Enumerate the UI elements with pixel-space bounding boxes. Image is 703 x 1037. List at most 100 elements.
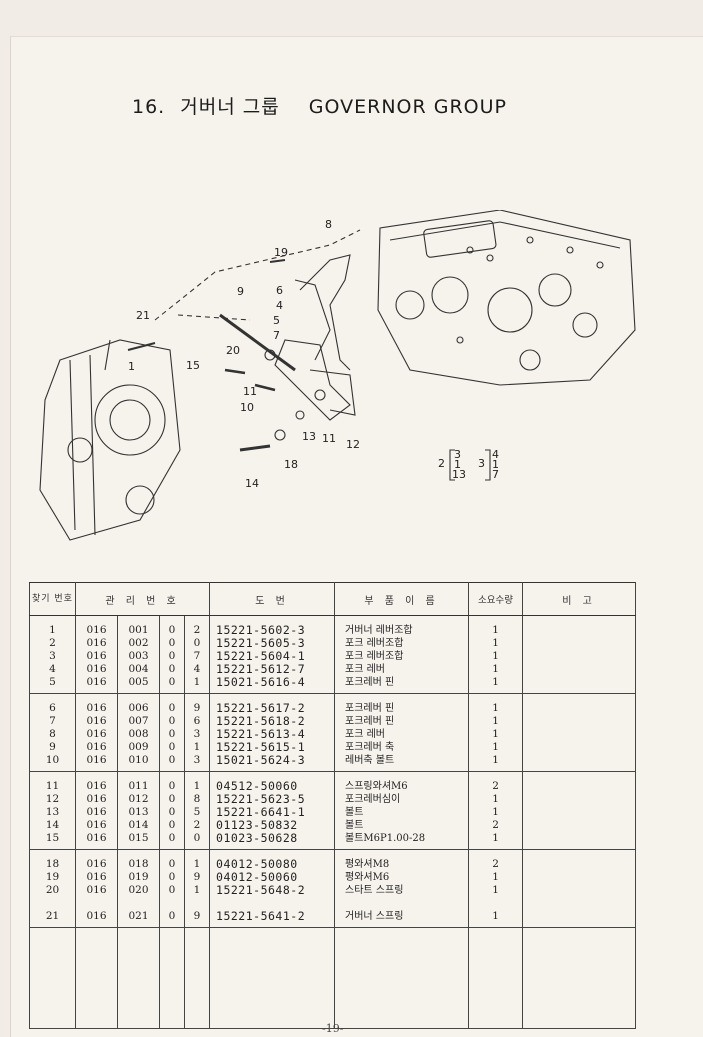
table-cell-line: 15 — [45, 832, 60, 844]
table-cell-line: 001 — [128, 624, 149, 636]
table-cell-line: 1 — [492, 754, 499, 766]
table-row-empty — [29, 927, 637, 1029]
table-cell-line: 0 — [168, 819, 176, 831]
table-cell-line: 015 — [128, 832, 149, 844]
callout-21: 21 — [136, 309, 150, 322]
table-cell-line: 9 — [193, 910, 201, 922]
table-cell-line — [185, 897, 209, 910]
table-cell-line: 15221-5605-3 — [216, 636, 306, 650]
table-cell-line: 016 — [86, 715, 107, 727]
table-cell-line: 016 — [86, 754, 107, 766]
callout-8: 8 — [325, 218, 332, 231]
table-cell-line: 0 — [168, 793, 176, 805]
table-cell-line: 포크레버 핀 — [345, 703, 395, 714]
callout-20: 19 — [274, 246, 288, 259]
table-cell-line: 011 — [128, 780, 149, 792]
table-cell-line: 2 — [492, 819, 499, 831]
table-cell-line: 0 — [168, 663, 176, 675]
table-cell-line: 1 — [492, 832, 499, 844]
table-cell-line: 016 — [86, 871, 107, 883]
table-cell-line: 21 — [45, 910, 60, 922]
table-cell-line: 8 — [193, 793, 201, 805]
table-cell-line: 009 — [128, 741, 149, 753]
table-cell-line: 016 — [86, 819, 107, 831]
table-cell-line: 1 — [492, 663, 499, 675]
table-cell-line: 15221-5602-3 — [216, 623, 306, 637]
table-cell-line: 014 — [128, 819, 149, 831]
table-cell-line: 002 — [128, 637, 149, 649]
table-cell-line: 1 — [492, 728, 499, 740]
table-cell-line: 7 — [193, 650, 201, 662]
table-cell-line: 거버너 레버조합 — [345, 625, 413, 636]
table-cell-line: 0 — [168, 780, 176, 792]
table-cell-line: 레버축 볼트 — [345, 755, 395, 766]
header-drawing-no: 도 번 — [209, 582, 336, 616]
table-cell-line: 스프링와셔M6 — [345, 781, 408, 792]
table-header-row: 찾기 번호 관 리 번 호 도 번 부 품 이 름 소요수량 비 고 — [29, 582, 637, 616]
table-cell-line: 0 — [168, 715, 176, 727]
table-cell-line: 15221-5618-2 — [216, 714, 306, 728]
header-management-no: 관 리 번 호 — [74, 582, 211, 616]
table-cell-line: 포크 레버조합 — [345, 651, 404, 662]
table-cell-line: 포크 레버 — [345, 729, 386, 740]
table-cell-line — [160, 897, 184, 910]
table-cell-line: 04012-50080 — [216, 857, 298, 871]
table-cell-line: 15221-5617-2 — [216, 701, 306, 715]
table-cell-line: 5 — [49, 676, 56, 688]
governor-drawing: 8 19 9 6 4 5 7 21 20 15 1 11 10 13 11 12… — [39, 210, 636, 541]
table-cell-line: 019 — [128, 871, 149, 883]
table-cell-line: 15221-5641-2 — [216, 909, 306, 923]
table-cell-line: 1 — [492, 676, 499, 688]
table-cell-line: 8 — [49, 728, 56, 740]
table-cell-line: 7 — [49, 715, 56, 727]
callout-11b: 11 — [322, 432, 336, 445]
page-number: -19- — [322, 1022, 344, 1035]
table-cell-line: 1 — [492, 650, 499, 662]
table-cell-line: 016 — [86, 624, 107, 636]
table-cell-line: 013 — [128, 806, 149, 818]
table-cell-line: 2 — [492, 780, 499, 792]
table-cell-line: 6 — [193, 715, 201, 727]
header-find-no: 찾기 번호 — [29, 582, 76, 616]
table-cell-line: 1 — [492, 624, 499, 636]
table-cell-line — [30, 897, 75, 910]
callout-6: 6 — [276, 284, 283, 297]
table-cell-line: 10 — [45, 754, 60, 766]
table-cell-line: 012 — [128, 793, 149, 805]
table-cell-line: 0 — [168, 871, 176, 883]
callout-15: 15 — [186, 359, 200, 372]
table-cell-line: 016 — [86, 780, 107, 792]
table-cell-line: 15221-5623-5 — [216, 792, 306, 806]
exploded-parts-diagram: 8 19 9 6 4 5 7 21 20 15 1 11 10 13 11 12… — [30, 210, 670, 570]
table-cell-line: 0 — [193, 832, 201, 844]
table-cell-line: 016 — [86, 663, 107, 675]
table-cell-line: 3 — [49, 650, 56, 662]
bracket-right-item-1: 4 — [492, 448, 499, 461]
table-cell-line: 1 — [193, 741, 201, 753]
table-cell-line: 016 — [86, 832, 107, 844]
table-cell-line: 2 — [193, 624, 201, 636]
title-korean: 거버너 그룹 — [180, 96, 280, 118]
table-cell-line — [469, 897, 522, 910]
table-cell-line: 01123-50832 — [216, 818, 298, 832]
table-cell-line: 2 — [193, 819, 201, 831]
table-cell-line: 1 — [492, 637, 499, 649]
table-cell-line: 3 — [193, 754, 201, 766]
callout-10: 10 — [240, 401, 254, 414]
table-cell-line: 0 — [168, 676, 176, 688]
table-cell-line: 평와셔M6 — [345, 872, 390, 883]
table-cell-line: 016 — [86, 884, 107, 896]
table-cell-line: 볼트 — [345, 820, 364, 831]
table-cell-line: 0 — [168, 884, 176, 896]
table-cell-line — [345, 897, 468, 910]
bracket-right-item-2: 1 — [492, 458, 499, 471]
table-cell-line: 016 — [86, 741, 107, 753]
header-remarks: 비 고 — [522, 582, 637, 616]
title-english: GOVERNOR GROUP — [308, 96, 507, 118]
callout-9: 9 — [237, 285, 244, 298]
table-cell-line: 19 — [45, 871, 60, 883]
page-title: 16. 거버너 그룹 GOVERNOR GROUP — [132, 92, 507, 119]
